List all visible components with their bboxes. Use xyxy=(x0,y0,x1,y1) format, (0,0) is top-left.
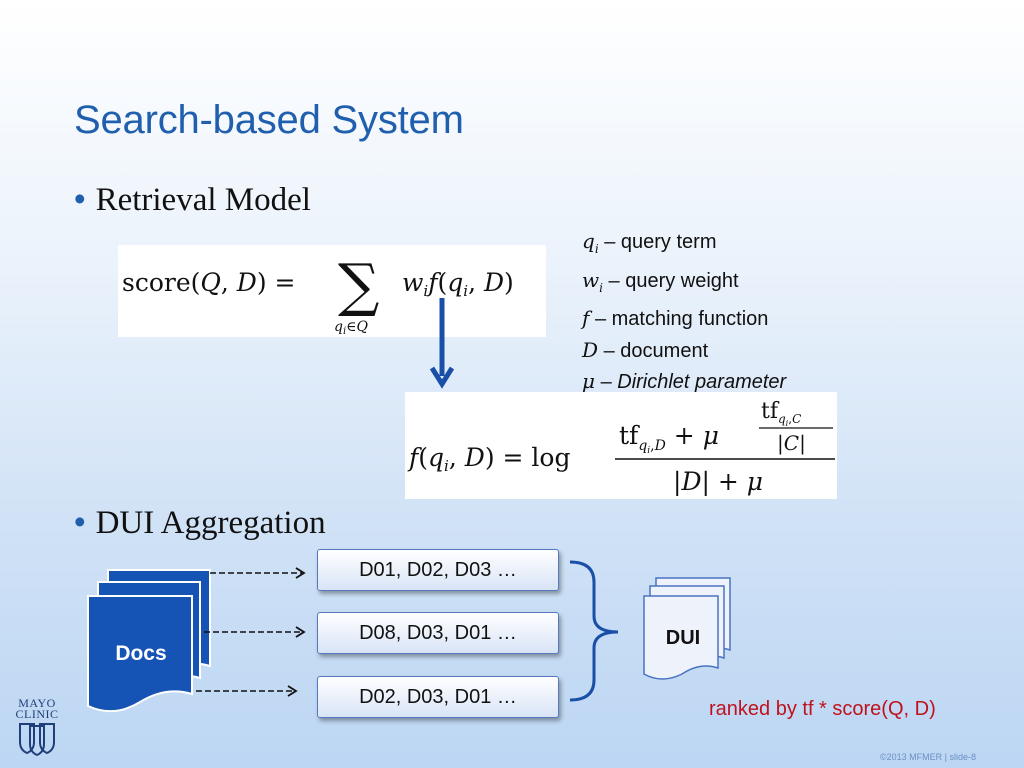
dashed-arrow-2 xyxy=(204,626,306,638)
bullet-dui-aggregation: •DUI Aggregation xyxy=(74,503,326,542)
score-formula-graphic: score(Q, D) = ∑ qi∈Q wif(qi, D) xyxy=(122,251,514,337)
score-formula: score(Q, D) = ∑ qi∈Q wif(qi, D) xyxy=(118,245,546,337)
right-brace-icon xyxy=(569,560,619,702)
legend-item-query-weight: wi – query weight xyxy=(582,265,786,304)
legend-text-dirichlet: – Dirichlet parameter xyxy=(600,371,787,393)
result-list-2: D08, D03, D01 … xyxy=(317,612,559,654)
dui-label: DUI xyxy=(665,627,701,649)
svg-text:wif(qi, D): wif(qi, D) xyxy=(402,268,514,300)
bullet-dot: • xyxy=(74,503,86,540)
bullet-retrieval-model: •Retrieval Model xyxy=(74,180,311,219)
ranked-by-caption: ranked by tf * score(Q, D) xyxy=(709,698,936,720)
legend-item-dirichlet: μ – Dirichlet parameter xyxy=(582,366,786,398)
docs-stack-icon xyxy=(87,569,211,713)
symbol-q: qi xyxy=(582,229,599,256)
result-list-3: D02, D03, D01 … xyxy=(317,676,559,718)
svg-text:qi∈Q: qi∈Q xyxy=(334,319,369,337)
svg-text:tfqi,C: tfqi,C xyxy=(761,399,801,428)
slide-footer: ©2013 MFMER | slide-8 xyxy=(880,752,976,762)
svg-text:score(Q, D) =: score(Q, D) = xyxy=(122,268,296,297)
dui-stack-icon xyxy=(643,577,731,680)
symbol-legend: qi – query term wi – query weight f – ma… xyxy=(582,226,786,398)
slide-title: Search-based System xyxy=(74,98,464,142)
shield-icon xyxy=(19,723,55,757)
svg-text:tfqi,D + μ: tfqi,D + μ xyxy=(619,421,719,456)
svg-text:∑: ∑ xyxy=(338,251,379,319)
result-list-1: D01, D02, D03 … xyxy=(317,549,559,591)
bullet-label: Retrieval Model xyxy=(95,182,311,218)
symbol-f: f xyxy=(582,306,590,330)
legend-text: – matching function xyxy=(594,308,769,330)
logo-text-line1: MAYO xyxy=(18,696,56,710)
legend-item-query-term: qi – query term xyxy=(582,226,786,265)
legend-item-document: D – document xyxy=(582,335,786,367)
legend-text: – document xyxy=(603,339,709,362)
symbol-d: D xyxy=(582,337,599,362)
mayo-clinic-logo: MAYO CLINIC xyxy=(12,696,62,760)
symbol-w: wi xyxy=(582,267,603,295)
svg-text:|C|: |C| xyxy=(777,431,806,456)
logo-text-line2: CLINIC xyxy=(15,707,59,721)
bullet-label: DUI Aggregation xyxy=(95,505,326,541)
bullet-dot: • xyxy=(74,180,86,217)
dashed-arrow-3 xyxy=(196,685,298,697)
f-formula: f(qi, D) = log tfqi,D + μ tfqi,C |C| |D|… xyxy=(405,392,837,499)
legend-item-matching-function: f – matching function xyxy=(582,303,786,335)
legend-text: – query weight xyxy=(608,269,739,292)
symbol-mu: μ xyxy=(582,369,595,393)
svg-text:f(qi, D) = log: f(qi, D) = log xyxy=(407,443,570,475)
legend-text: – query term xyxy=(604,231,717,253)
docs-label: Docs xyxy=(115,642,167,665)
down-arrow-icon xyxy=(429,298,455,389)
dashed-arrow-1 xyxy=(210,567,306,579)
svg-text:|D| + μ: |D| + μ xyxy=(673,467,763,497)
dashed-arrows xyxy=(196,567,306,697)
f-formula-graphic: f(qi, D) = log tfqi,D + μ tfqi,C |C| |D|… xyxy=(407,399,835,497)
